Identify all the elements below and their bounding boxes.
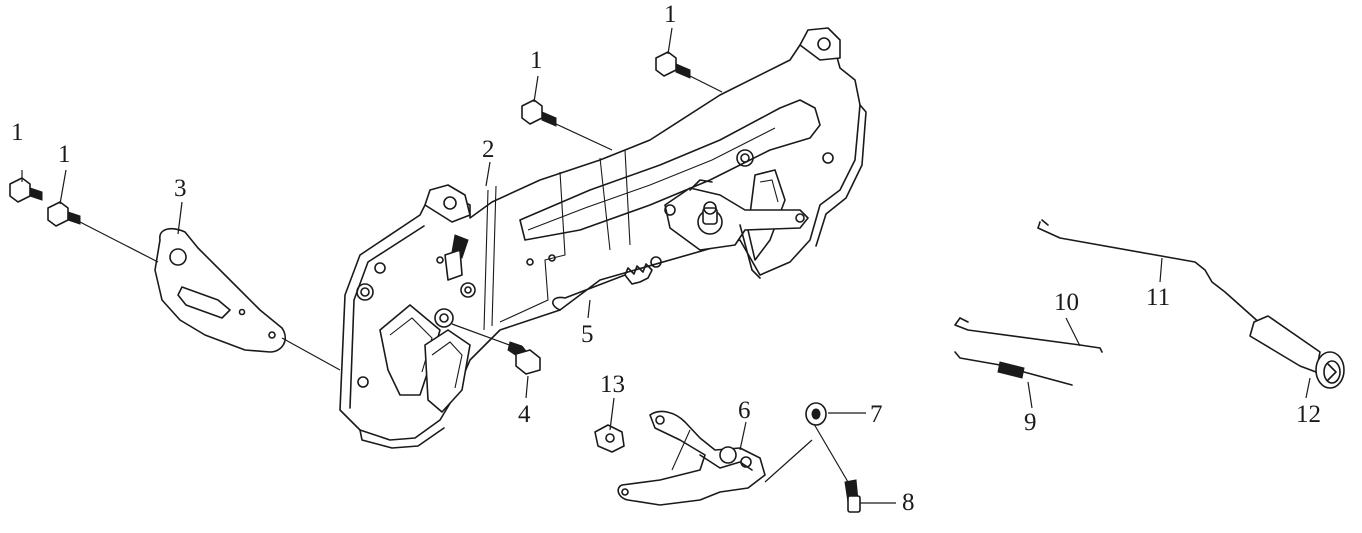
- leader-lines: [21, 27, 1311, 504]
- part-13-clip: [594, 424, 625, 453]
- part-5-spring: [552, 256, 662, 311]
- part-1-bolt-b: [47, 201, 81, 227]
- part-10-rod: [954, 317, 1103, 353]
- callout-11: 11: [1146, 284, 1171, 311]
- callout-5: 5: [581, 321, 594, 348]
- callout-1-b: 1: [58, 141, 71, 168]
- part-7-washer: [805, 402, 827, 426]
- part-1-bolt-a: [9, 177, 43, 203]
- part-11-rod: [1037, 219, 1263, 326]
- callout-3: 3: [174, 175, 187, 202]
- callout-7: 7: [870, 401, 883, 428]
- part-2-main-bracket: [339, 27, 867, 449]
- throttle-lever-assembly: [664, 179, 809, 279]
- callout-1-d: 1: [664, 1, 677, 28]
- callout-9: 9: [1024, 409, 1037, 436]
- callout-8: 8: [902, 489, 915, 516]
- callout-2: 2: [482, 136, 495, 163]
- part-12-knob: [1249, 315, 1345, 389]
- callout-10: 10: [1054, 289, 1079, 316]
- part-8-pin: [844, 479, 861, 513]
- callout-4: 4: [518, 401, 531, 428]
- callout-6: 6: [738, 397, 751, 424]
- callout-1-c: 1: [530, 47, 543, 74]
- part-1-bolt-c: [521, 99, 557, 127]
- callout-13: 13: [600, 371, 625, 398]
- part-1-bolt-d: [655, 51, 691, 79]
- part-3-cover-plate: [154, 227, 286, 353]
- part-4-bolt: [507, 341, 541, 375]
- callout-1-a: 1: [11, 119, 24, 146]
- callout-12: 12: [1296, 401, 1321, 428]
- part-6-fork-lever: [617, 410, 766, 506]
- part-9-spring: [954, 351, 1073, 386]
